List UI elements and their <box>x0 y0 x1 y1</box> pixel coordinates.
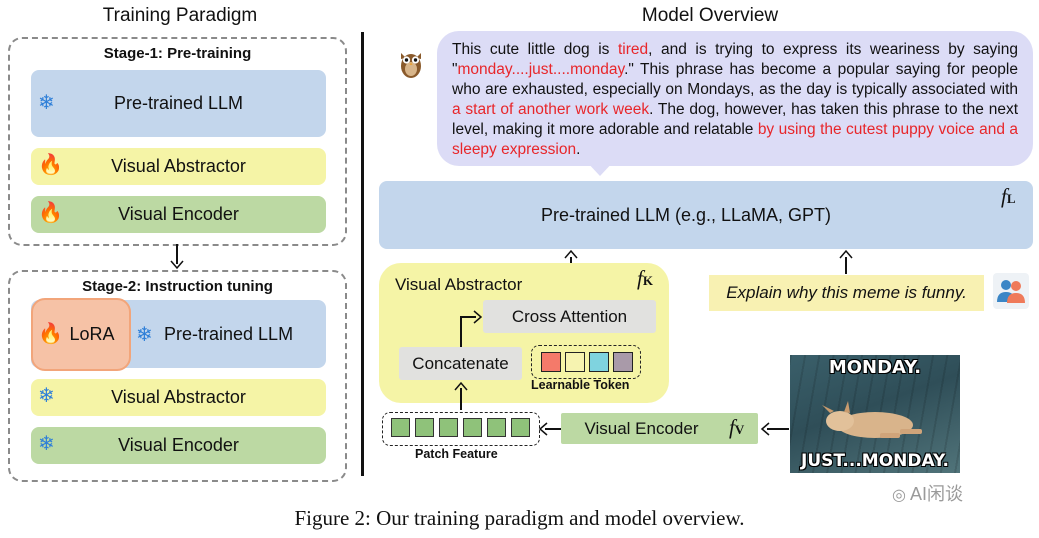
bubble-tail <box>585 160 615 176</box>
arrow-head <box>839 249 853 259</box>
arrow-line <box>460 316 476 318</box>
visual-encoder-label: Visual Encoder <box>584 418 699 438</box>
lora-label: LoRA <box>69 324 115 344</box>
learnable-token-box <box>531 345 641 379</box>
stage2-abstractor-label: Visual Abstractor <box>111 387 246 407</box>
stage2-encoder-label: Visual Encoder <box>118 435 239 455</box>
stage1-encoder-label: Visual Encoder <box>118 204 239 224</box>
watermark: ◎ AI闲谈 <box>892 480 963 506</box>
lora-block: LoRA <box>31 298 131 371</box>
instruction-box: Explain why this meme is funny. <box>709 275 984 311</box>
snowflake-icon: ❄ <box>38 92 55 114</box>
stage1-box: Stage-1: Pre-training <box>8 37 347 246</box>
stage-arrow-line <box>176 244 178 264</box>
learnable-token <box>613 352 633 372</box>
cross-attention-label: Cross Attention <box>511 306 628 326</box>
f-l-symbol: fL <box>1001 184 1016 208</box>
arrow-head <box>454 381 468 391</box>
owl-icon <box>401 53 421 78</box>
concatenate-label: Concatenate <box>412 353 509 373</box>
stage2-encoder-block: Visual Encoder <box>31 427 326 464</box>
arrow-line <box>545 428 561 430</box>
arrow-line <box>460 316 462 347</box>
meme-bottom-text: JUST...MONDAY. <box>801 451 949 471</box>
snowflake-icon: ❄ <box>38 433 55 455</box>
fire-icon: 🔥 <box>38 202 63 224</box>
visual-abstractor-title: Visual Abstractor <box>395 275 523 294</box>
patch-token <box>391 418 410 437</box>
response-highlight: by using the cutest puppy voice and a sl… <box>452 121 1018 158</box>
learnable-token-label: Learnable Token <box>531 378 630 392</box>
patch-token <box>463 418 482 437</box>
stage1-title: Stage-1: Pre-training <box>103 45 252 62</box>
response-text-segment: ." This phrase has become a popular sayi… <box>452 61 1018 98</box>
stage1-abstractor-label: Visual Abstractor <box>111 156 246 176</box>
learnable-token <box>565 352 585 372</box>
user-icon <box>993 273 1029 309</box>
learnable-token <box>541 352 561 372</box>
arrow-head <box>564 249 578 259</box>
response-highlight: monday....just....monday <box>457 61 625 78</box>
llm-block: Pre-trained LLM (e.g., LLaMA, GPT) <box>379 181 1033 249</box>
arrow-head <box>473 310 483 324</box>
fire-icon: 🔥 <box>38 154 63 176</box>
dog-illustration <box>822 401 922 438</box>
cross-attention-block: Cross Attention <box>483 300 656 333</box>
arrow-head <box>538 422 548 436</box>
meme-top-text: MONDAY. <box>828 357 922 378</box>
fire-icon: 🔥 <box>38 323 63 345</box>
llm-block-label: Pre-trained LLM (e.g., LLaMA, GPT) <box>540 204 832 225</box>
response-text-segment: , and is trying to express its weariness… <box>452 41 1018 78</box>
arrow-line <box>845 257 847 274</box>
f-v-symbol: fV <box>729 415 745 439</box>
response-text-segment: . The dog, however, has taken this phras… <box>452 101 1018 138</box>
stage1-llm-label: Pre-trained LLM <box>113 93 244 113</box>
stage2-box: Stage-2: Instruction tuning <box>8 270 347 482</box>
instruction-text: Explain why this meme is funny. <box>726 283 967 302</box>
watermark-text: AI闲谈 <box>909 484 963 504</box>
concatenate-block: Concatenate <box>399 347 522 380</box>
stage2-title: Stage-2: Instruction tuning <box>82 278 273 295</box>
arrow-line <box>767 428 789 430</box>
stage-arrow-head <box>170 260 184 270</box>
stage2-abstractor-block: Visual Abstractor <box>31 379 326 416</box>
patch-token <box>487 418 506 437</box>
learnable-token <box>589 352 609 372</box>
response-text-segment: This cute little dog is <box>452 41 618 58</box>
patch-token <box>415 418 434 437</box>
stage1-llm-block: Pre-trained LLM <box>31 70 326 137</box>
response-highlight: tired <box>617 41 649 58</box>
f-k-symbol: fK <box>637 266 653 290</box>
training-paradigm-title: Training Paradigm <box>102 5 258 26</box>
figure-caption: Figure 2: Our training paradigm and mode… <box>294 506 745 530</box>
stage1-abstractor-block: Visual Abstractor <box>31 148 326 185</box>
patch-feature-label: Patch Feature <box>415 447 498 461</box>
meme-image: MONDAY. JUST...MONDAY. <box>790 355 960 473</box>
response-text-segment: . <box>576 141 581 158</box>
response-highlight: a start of another work week <box>452 101 650 118</box>
wechat-icon: ◎ <box>892 487 906 504</box>
arrow-line <box>460 388 462 410</box>
stage2-llm-label: Pre-trained LLM <box>164 323 294 344</box>
snowflake-icon: ❄ <box>136 324 153 346</box>
snowflake-icon: ❄ <box>38 385 55 407</box>
vertical-divider <box>361 32 364 476</box>
response-text: This cute little dog is tired, and is tr… <box>452 40 1018 160</box>
model-overview-title: Model Overview <box>641 5 779 26</box>
patch-token <box>511 418 530 437</box>
response-bubble <box>437 31 1033 166</box>
visual-encoder-block: Visual Encoder <box>561 413 758 444</box>
arrow-head <box>760 422 770 436</box>
patch-token <box>439 418 458 437</box>
stage1-encoder-block: Visual Encoder <box>31 196 326 233</box>
